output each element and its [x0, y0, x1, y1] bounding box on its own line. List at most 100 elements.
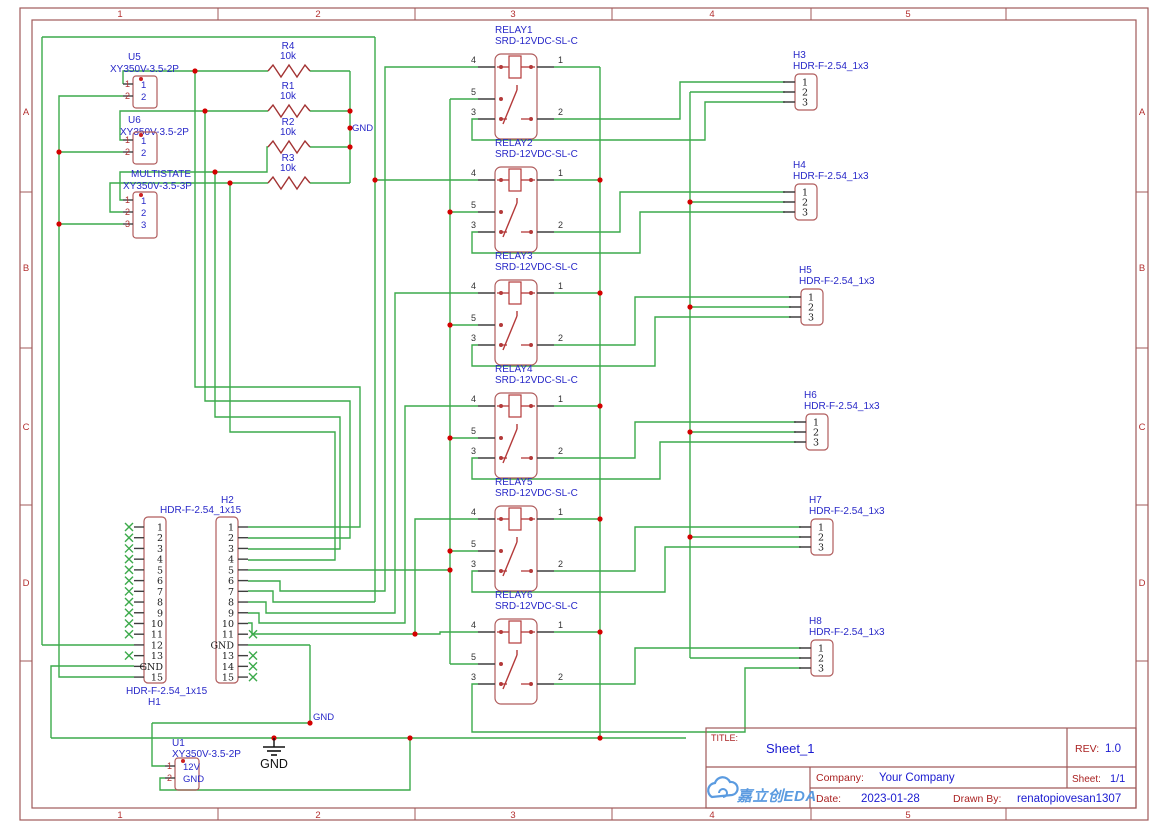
- border-row-label: A: [1139, 107, 1146, 118]
- wire: [159, 738, 411, 791]
- no-connect-x: [124, 565, 134, 575]
- wire: [554, 81, 785, 120]
- pin-name: 5: [157, 565, 163, 576]
- pin-name: 2: [818, 654, 824, 665]
- junction-dot: [499, 436, 503, 440]
- component-part: HDR-F-2.54_1x3: [799, 276, 875, 287]
- component-body: [494, 392, 538, 479]
- line: [248, 651, 258, 661]
- wire: [58, 95, 134, 678]
- component-ref: H8: [809, 616, 822, 627]
- component-ref: MULTISTATE: [131, 169, 191, 180]
- component-body: [494, 505, 538, 592]
- line: [502, 315, 518, 351]
- wire: [151, 723, 165, 767]
- wire: [471, 667, 801, 733]
- pin-number: 5: [471, 200, 476, 210]
- component-ref: H3: [793, 50, 806, 61]
- date-value: 2023-01-28: [861, 793, 920, 805]
- junction-dot: [597, 629, 603, 635]
- wire: [50, 665, 134, 738]
- component-value: 10k: [280, 163, 297, 174]
- pin-number: 5: [471, 426, 476, 436]
- wire: [248, 622, 478, 635]
- relay-coil-icon: [497, 620, 535, 644]
- pin-name: 1: [157, 523, 163, 534]
- junction-dot: [407, 735, 413, 741]
- pin-number: 4: [471, 55, 476, 65]
- component-part: HDR-F-2.54_1x3: [809, 506, 885, 517]
- component-part: HDR-F-2.54_1x3: [804, 401, 880, 412]
- border-column-label: 3: [510, 9, 515, 20]
- junction-dot: [529, 117, 533, 121]
- border-column-label: 2: [315, 9, 320, 20]
- pin-name: 9: [157, 608, 163, 619]
- wire: [471, 316, 791, 367]
- pin-name: 7: [157, 587, 163, 598]
- pin-number: 4: [471, 168, 476, 178]
- component-body: [132, 191, 158, 239]
- pin-number: 4: [471, 281, 476, 291]
- wire: [229, 183, 336, 561]
- border-column-label: 4: [709, 9, 714, 20]
- junction-dot: [56, 221, 62, 227]
- component-part: HDR-F-2.54_1x3: [793, 171, 869, 182]
- component-body: [494, 618, 538, 705]
- pin-name: 3: [802, 98, 808, 109]
- border-row-label: B: [23, 263, 29, 274]
- relay-coil-icon: [497, 507, 535, 531]
- junction-dot: [597, 403, 603, 409]
- pin-number: 3: [471, 220, 476, 230]
- pin-name: 6: [228, 576, 234, 587]
- wire: [248, 66, 478, 592]
- gnd-symbol[interactable]: GND: [260, 738, 288, 771]
- line: [124, 597, 134, 607]
- relay-switch-icon: [499, 311, 533, 351]
- junction-dot: [597, 735, 603, 741]
- net-label-gnd: GND: [352, 123, 373, 134]
- junction-dot: [529, 65, 533, 69]
- pin-name: 10: [151, 619, 163, 630]
- relay-switch-icon: [499, 424, 533, 464]
- line: [502, 541, 518, 577]
- border-column-label: 2: [315, 810, 320, 821]
- pin-number: 1: [558, 55, 563, 65]
- pin-number: 2: [558, 672, 563, 682]
- pin-number: 3: [125, 219, 130, 229]
- junction-dot: [529, 569, 533, 573]
- pin-name: 8: [157, 598, 163, 609]
- pin-number: 1: [558, 281, 563, 291]
- wire: [194, 71, 361, 528]
- component-ref: RELAY3: [495, 251, 533, 262]
- junction-dot: [529, 682, 533, 686]
- junction-dot: [181, 759, 185, 763]
- pin-name: 9: [228, 608, 234, 619]
- junction-dot: [347, 108, 353, 114]
- component-body: [494, 279, 538, 366]
- border-column-label: 3: [510, 810, 515, 821]
- pin-name: 2: [141, 148, 146, 159]
- component-ref: H4: [793, 160, 806, 171]
